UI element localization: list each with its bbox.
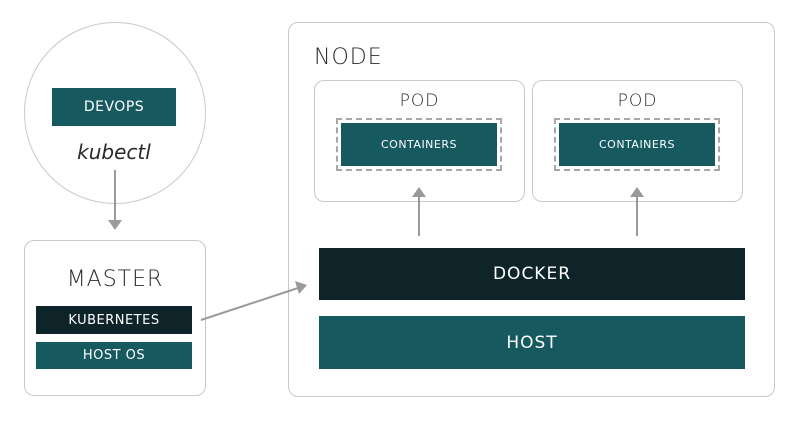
pod-1-dashed-frame [336, 118, 502, 171]
containers-box-1: CONTAINERS [341, 123, 497, 166]
host-os-box: HOST OS [36, 342, 192, 369]
containers-box-2: CONTAINERS [559, 123, 715, 166]
arrow-devops-to-master-head [108, 220, 122, 230]
kubernetes-box: KUBERNETES [36, 306, 192, 334]
arrow-master-to-node [200, 287, 299, 321]
host-box: HOST [319, 316, 745, 369]
pod-title-2: POD [617, 91, 658, 111]
node-title: NODE [314, 45, 383, 70]
devops-box: DEVOPS [52, 88, 176, 126]
pod-2-dashed-frame [554, 118, 720, 171]
master-title: MASTER [66, 267, 164, 292]
kubectl-label: kubectl [77, 140, 151, 164]
pod-title-1: POD [399, 91, 440, 111]
docker-box: DOCKER [319, 248, 745, 300]
